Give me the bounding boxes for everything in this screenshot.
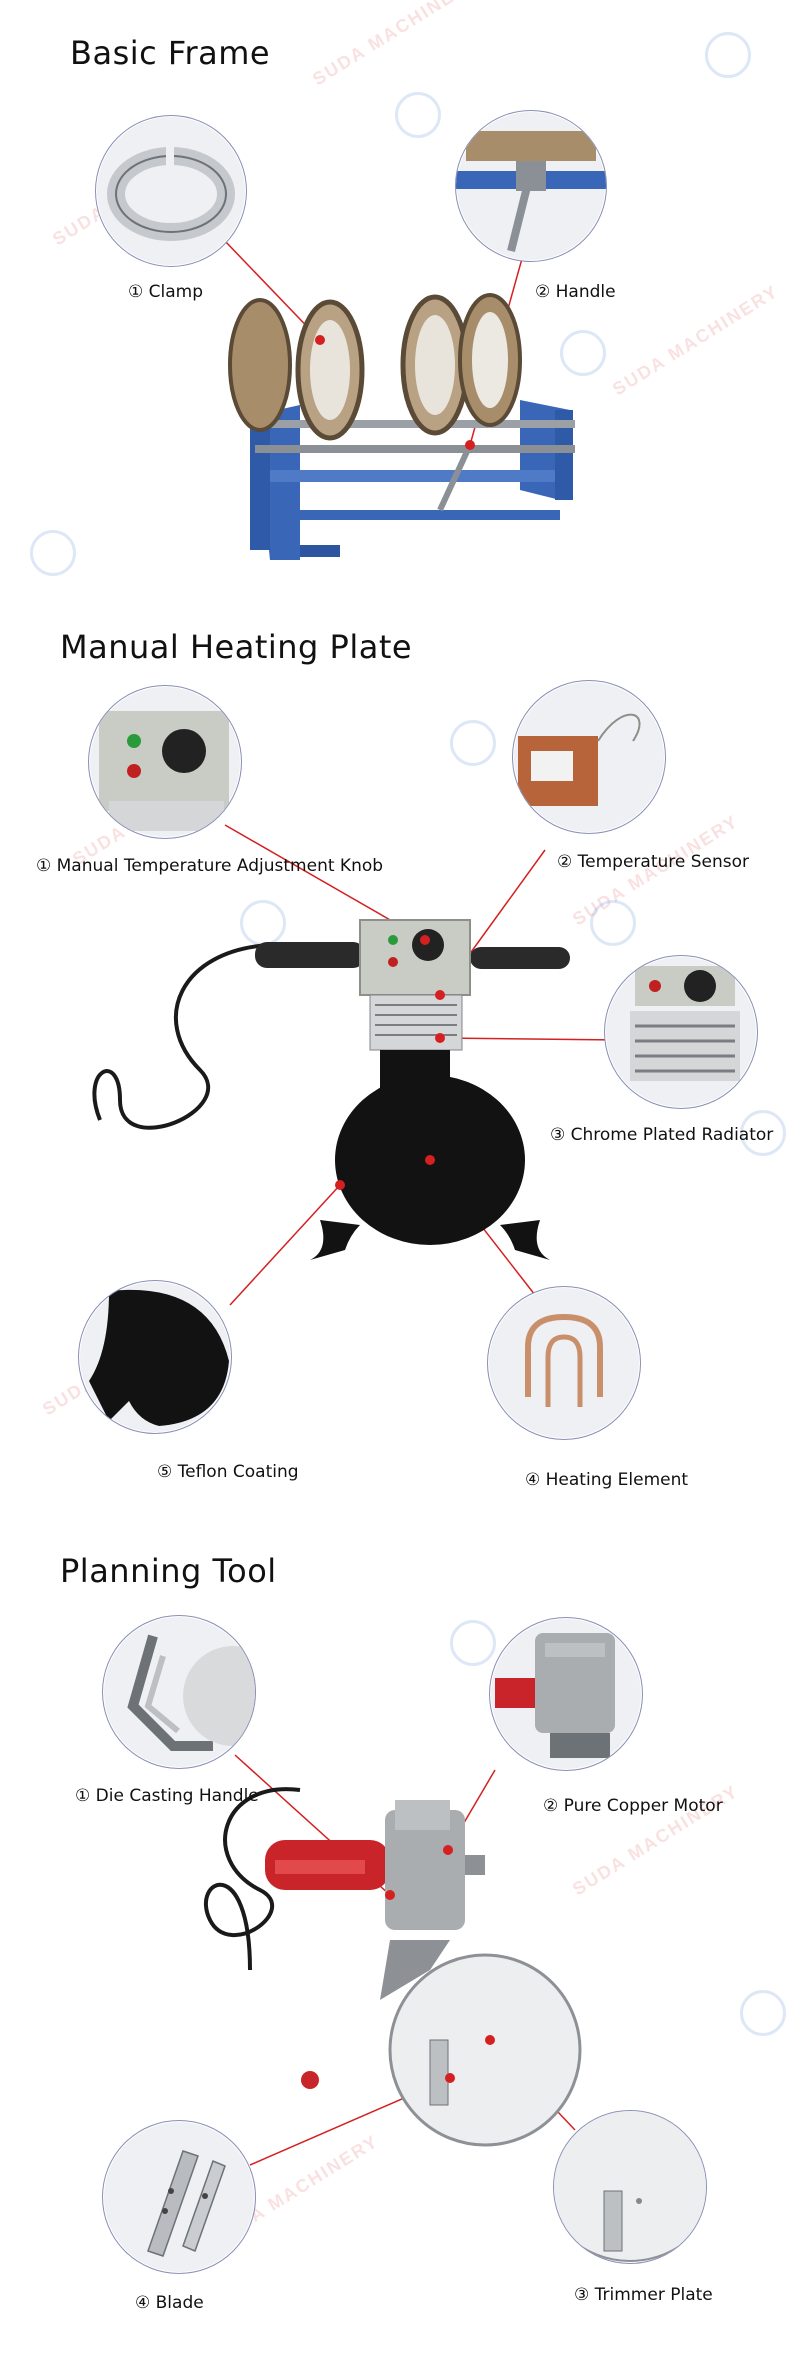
watermark-logo-icon [560,330,606,376]
planning-tool-illustration [203,1754,582,2166]
clamp-photo [107,146,235,241]
blade-photo-circle [102,2120,256,2274]
teflon-photo-circle [78,1280,232,1434]
blade-photo [147,2150,226,2257]
heating-plate-illustration [92,824,621,1306]
label-blade: ④ Blade [135,2293,204,2313]
watermark-logo-icon [395,92,441,138]
label-teflon: ⑤ Teflon Coating [157,1462,299,1482]
radiator-photo [630,966,740,1081]
label-clamp: ① Clamp [128,282,204,302]
motor-photo-circle [489,1617,643,1771]
heating-element-photo [525,1313,603,1407]
section-title: Basic Frame [70,34,271,72]
watermark-logo-icon [450,720,496,766]
watermark-logo-icon [590,900,636,946]
label-sensor: ② Temperature Sensor [557,852,750,872]
section-heating-plate: Manual Heating Plate [0,600,800,1500]
section-basic-frame: Basic Frame [0,0,800,600]
sensor-photo-circle [512,680,666,834]
radiator-photo-circle [604,955,758,1109]
die-handle-photo [127,1634,255,1751]
label-trimmer-plate: ③ Trimmer Plate [574,2285,713,2305]
heating-element-photo-circle [487,1286,641,1440]
handle-photo-circle [455,110,607,262]
label-heating-element: ④ Heating Element [525,1470,689,1490]
trimmer-plate-photo-circle [553,2110,707,2264]
watermark-logo-icon [740,1110,786,1156]
section-title: Planning Tool [60,1552,277,1590]
section-title: Manual Heating Plate [60,628,413,666]
watermark-logo-icon [705,32,751,78]
handle-photo [456,131,606,252]
clamp-photo-circle [95,115,247,267]
sensor-photo [518,713,641,806]
section-planning-tool: Planning Tool ① Die Casting Handle [0,1500,800,2371]
motor-photo [495,1633,615,1758]
label-die-handle: ① Die Casting Handle [75,1786,259,1806]
die-handle-photo-circle [102,1615,256,1769]
label-handle: ② Handle [535,282,616,302]
knob-photo [99,711,229,831]
basic-frame-illustration [199,214,575,560]
watermark-logo-icon [450,1620,496,1666]
watermark-logo-icon [740,1990,786,2036]
watermark-logo-icon [30,530,76,576]
teflon-photo [89,1289,229,1426]
label-radiator: ③ Chrome Plated Radiator [550,1125,774,1145]
label-motor: ② Pure Copper Motor [543,1796,723,1816]
clamp-rings [228,293,522,441]
label-knob: ① Manual Temperature Adjustment Knob [36,856,384,876]
trimmer-plate-photo [554,2111,706,2262]
knob-photo-circle [88,685,242,839]
